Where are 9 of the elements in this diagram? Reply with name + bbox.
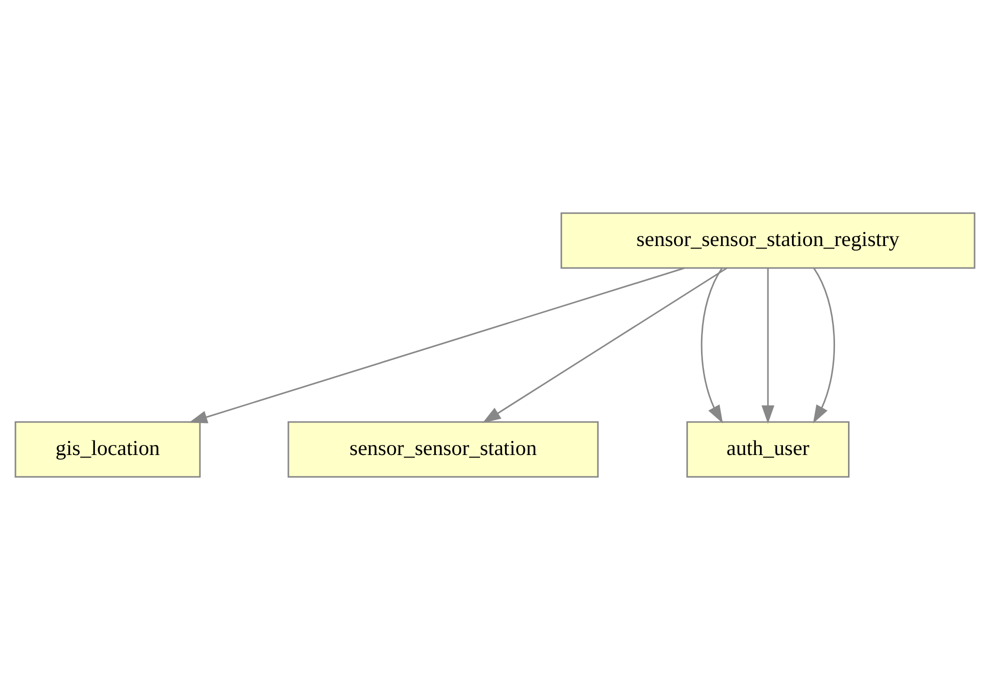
node-box: sensor_sensor_station	[287, 421, 598, 478]
arrow	[700, 268, 722, 424]
arrow	[188, 267, 684, 424]
arrow	[482, 268, 727, 423]
node-box: auth_user	[686, 421, 850, 478]
node-box: sensor_sensor_station_registry	[560, 212, 975, 269]
arrow	[812, 268, 835, 424]
node-box: gis_location	[14, 421, 200, 478]
arrow	[761, 268, 774, 424]
